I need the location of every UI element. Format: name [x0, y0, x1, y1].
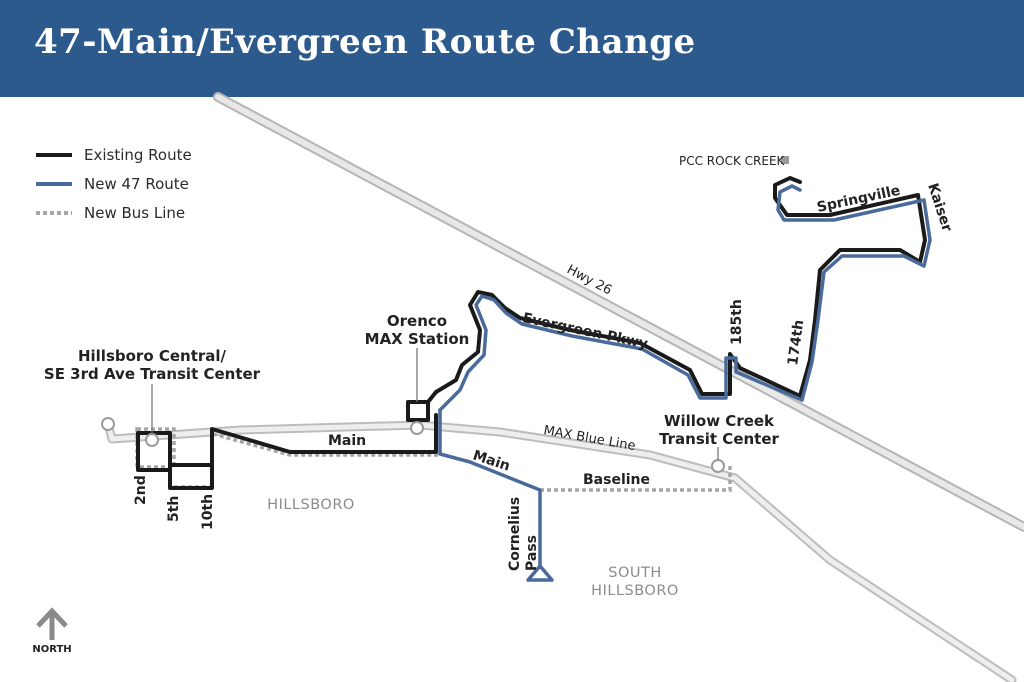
label-hillsboro: HILLSBORO [267, 497, 355, 513]
station-marker-orenco [410, 421, 424, 435]
label-orenco-line2: MAX Station [365, 330, 470, 348]
label-185th: 185th [729, 299, 745, 345]
label-springville: Springville [816, 183, 902, 216]
north-label: NORTH [32, 644, 71, 655]
label-orenco-line1: Orenco [387, 312, 447, 330]
north-arrow-icon [36, 607, 68, 640]
label-willow-creek-line1: Willow Creek [664, 412, 775, 430]
label-cornelius: Cornelius [507, 497, 523, 571]
max-blue-line-track [103, 419, 1017, 682]
station-marker-west-end [101, 417, 115, 431]
legend-new-47-route: New 47 Route [84, 175, 189, 193]
pcc-rock-creek-marker [781, 156, 789, 164]
label-willow-creek-line2: Transit Center [659, 430, 779, 448]
label-baseline: Baseline [583, 472, 650, 488]
label-south-hillsboro-line2: HILLSBORO [591, 583, 679, 599]
new-47-route [438, 184, 932, 568]
label-174th: 174th [785, 319, 807, 367]
label-pass: Pass [524, 535, 540, 571]
legend: Existing Route New 47 Route New Bus Line [36, 146, 192, 222]
label-hillsboro-central-line1: Hillsboro Central/ [78, 347, 227, 365]
legend-existing-route: Existing Route [84, 146, 192, 164]
legend-new-bus-line: New Bus Line [84, 204, 185, 222]
station-marker-hillsboro-central [145, 433, 159, 447]
label-hillsboro-central-line2: SE 3rd Ave Transit Center [44, 365, 261, 383]
label-10th: 10th [200, 494, 216, 530]
route-terminus-marker [526, 564, 554, 582]
label-main-west: Main [328, 433, 366, 449]
label-pcc-rock-creek: PCC ROCK CREEK [679, 154, 786, 168]
page-title: 47-Main/Evergreen Route Change [34, 22, 696, 62]
label-5th: 5th [166, 496, 182, 522]
label-2nd: 2nd [133, 475, 149, 505]
header-bar: 47-Main/Evergreen Route Change [0, 0, 1024, 97]
label-south-hillsboro-line1: SOUTH [608, 565, 662, 581]
station-marker-willow-creek [711, 459, 725, 473]
existing-route [136, 176, 927, 490]
